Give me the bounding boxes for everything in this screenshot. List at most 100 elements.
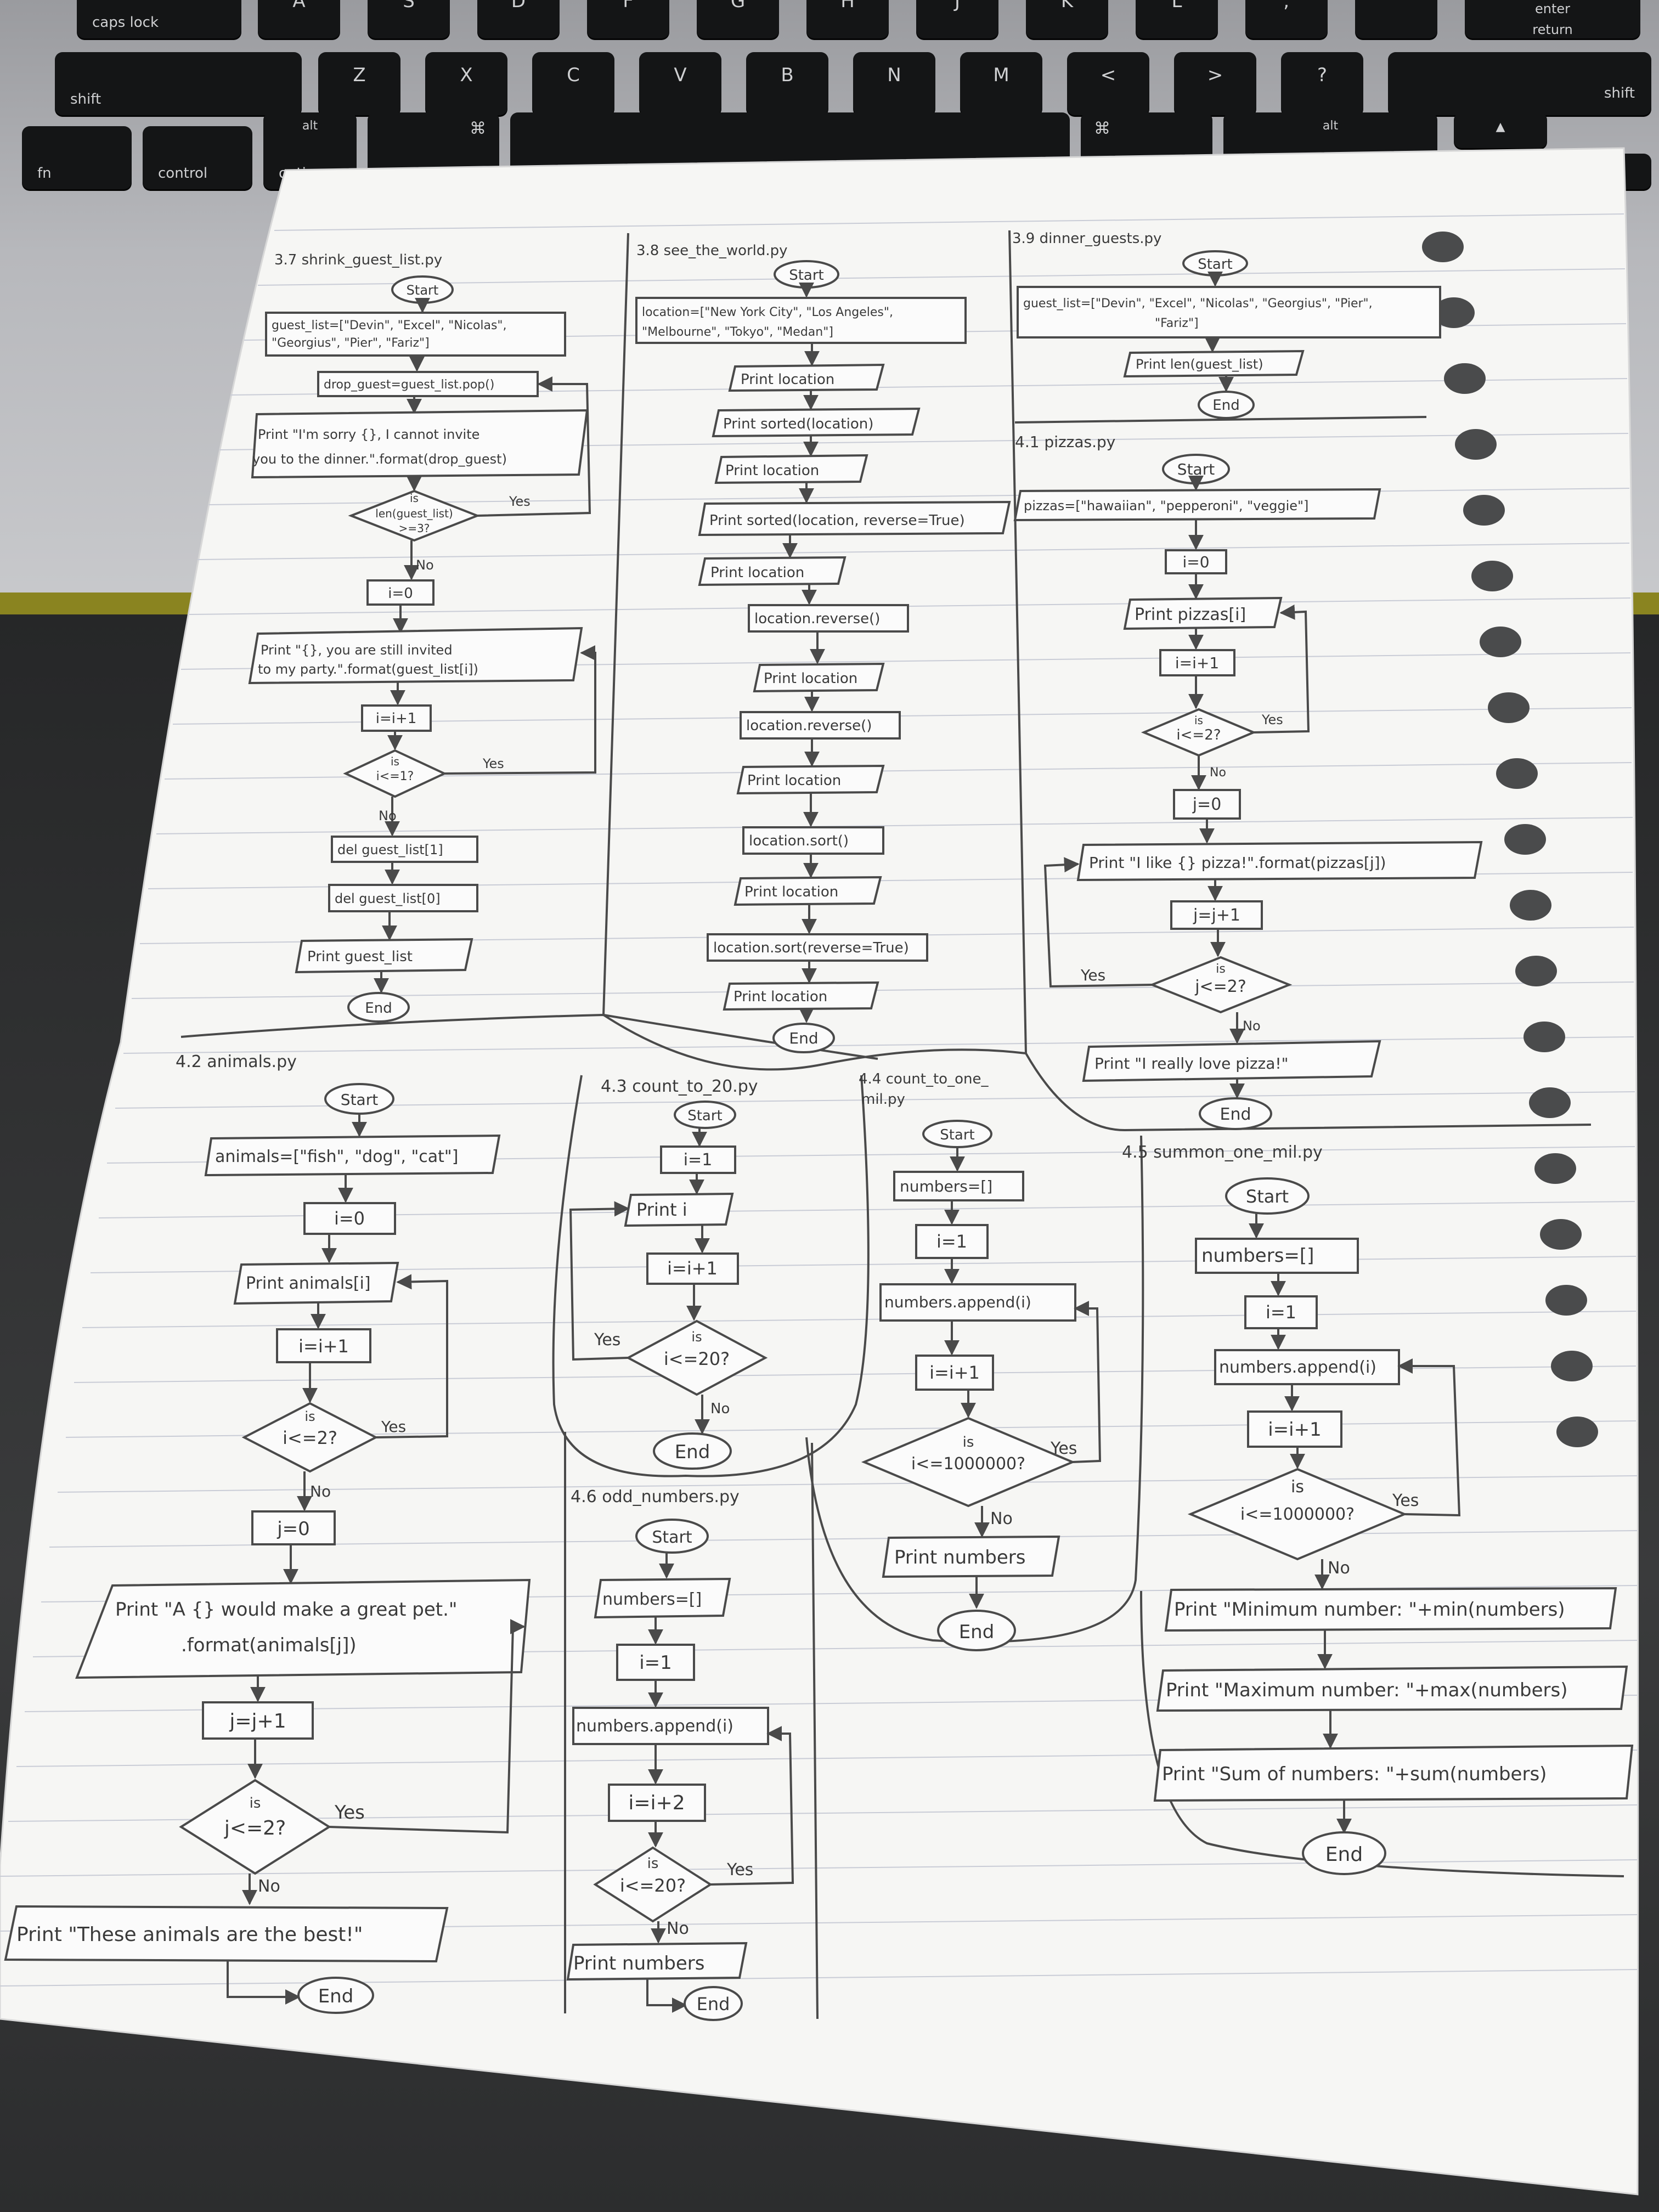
key-f: F xyxy=(587,0,669,38)
process-text: i=0 xyxy=(334,1208,365,1229)
io-text: Print sorted(location, reverse=True) xyxy=(709,512,965,529)
yes-label: Yes xyxy=(381,1418,406,1436)
key-label: < xyxy=(1100,64,1116,86)
process-box xyxy=(361,704,432,732)
no-label: No xyxy=(310,1482,331,1500)
decision-text: is xyxy=(1216,962,1226,976)
io-text: Print numbers xyxy=(573,1953,704,1974)
no-label: No xyxy=(990,1509,1013,1528)
yes-label: Yes xyxy=(726,1860,753,1880)
decision-text: is xyxy=(1291,1477,1304,1497)
process-text: j=j+1 xyxy=(1193,906,1240,925)
process-box xyxy=(202,1701,314,1740)
io-box xyxy=(733,876,882,906)
key-quote: ' xyxy=(1355,0,1437,38)
io-box xyxy=(882,1535,1060,1578)
io-box xyxy=(712,407,921,438)
end-terminal xyxy=(1199,1097,1272,1130)
process-box xyxy=(1159,649,1235,676)
io-box xyxy=(251,409,589,479)
start-label: Start xyxy=(789,267,824,284)
diagram-title: 4.4 count_to_one_ xyxy=(859,1071,989,1087)
key-label: alt xyxy=(302,119,318,133)
key-label: ; xyxy=(1283,0,1290,12)
io-text: Print location xyxy=(747,772,841,789)
process-box xyxy=(1244,1295,1318,1329)
process-text: numbers=[] xyxy=(900,1177,992,1195)
yes-label: Yes xyxy=(1392,1491,1419,1510)
io-box xyxy=(1123,596,1283,630)
io-box xyxy=(75,1578,531,1679)
key-s: S xyxy=(368,0,450,38)
flowchart-3-8: 3.8 see_the_world.py Start location=["Ne… xyxy=(635,242,1011,1053)
io-text: Print location xyxy=(733,989,827,1005)
io-text: Print i xyxy=(636,1199,687,1220)
yes-label: Yes xyxy=(1050,1439,1077,1458)
start-terminal xyxy=(674,1101,736,1129)
process-box xyxy=(251,1510,336,1545)
key-label: ' xyxy=(1393,0,1399,12)
key-label: D xyxy=(511,0,526,12)
start-label: Start xyxy=(1246,1186,1289,1207)
io-text: Print location xyxy=(725,462,819,479)
key-label: A xyxy=(292,0,306,12)
end-label: End xyxy=(697,1994,730,2015)
process-box xyxy=(635,297,967,344)
process-text: i=0 xyxy=(1182,553,1209,571)
io-text: Print sorted(location) xyxy=(723,416,873,432)
flowchart-4-3: 4.3 count_to_20.py Start i=1 Print i i=i… xyxy=(569,1077,768,1470)
io-text: Print numbers xyxy=(894,1547,1025,1568)
process-box xyxy=(328,884,478,912)
io-text: Print location xyxy=(710,565,804,581)
key-label: ? xyxy=(1317,64,1328,86)
start-label: Start xyxy=(1198,256,1233,273)
decision-diamond xyxy=(1187,1468,1408,1561)
process-box xyxy=(1170,900,1263,930)
process-text: "Georgius", "Pier", "Fariz"] xyxy=(272,336,430,350)
start-terminal xyxy=(635,1519,709,1554)
io-box xyxy=(4,1905,449,1963)
process-box xyxy=(276,1328,371,1363)
process-box xyxy=(1173,789,1241,820)
process-text: del guest_list[0] xyxy=(335,891,441,906)
yes-label: Yes xyxy=(482,756,504,771)
diagram-title-line2: mil.py xyxy=(861,1091,905,1108)
io-text: animals=["fish", "dog", "cat"] xyxy=(215,1147,458,1166)
process-text: location=["New York City", "Los Angeles"… xyxy=(642,306,893,319)
key-v: V xyxy=(639,52,721,115)
key-k: K xyxy=(1026,0,1108,38)
process-box xyxy=(660,1146,736,1174)
process-text: j=0 xyxy=(1192,795,1222,814)
io-text: .format(animals[j]) xyxy=(181,1634,357,1656)
yes-label: Yes xyxy=(334,1802,365,1824)
diagram-title: 4.3 count_to_20.py xyxy=(601,1077,758,1096)
diagram-title: 3.9 dinner_guests.py xyxy=(1012,230,1161,247)
end-terminal xyxy=(937,1610,1016,1651)
process-text: numbers=[] xyxy=(1201,1245,1314,1267)
key-label: ⌘ xyxy=(470,119,486,138)
io-box xyxy=(566,1942,748,1981)
diagram-title: 4.2 animals.py xyxy=(176,1052,297,1071)
key-n: N xyxy=(853,52,935,115)
key-label: G xyxy=(730,0,746,12)
process-box xyxy=(616,1644,695,1681)
end-terminal xyxy=(1198,391,1255,419)
flowchart-3-7: 3.7 shrink_guest_list.py Start guest_lis… xyxy=(248,252,596,1023)
key-control: control xyxy=(143,126,252,189)
decision-text: i<=2? xyxy=(283,1427,337,1448)
key-label: B xyxy=(781,64,794,86)
end-label: End xyxy=(318,1985,354,2007)
key-arrow-up: ▲ xyxy=(1454,112,1547,148)
flowchart-4-5: 4.5 summon_one_mil.py Start numbers=[] i… xyxy=(1122,1143,1634,1875)
decision-diamond xyxy=(625,1319,768,1396)
key-label: Z xyxy=(353,64,366,86)
io-box xyxy=(1123,349,1305,378)
end-label: End xyxy=(789,1029,818,1047)
decision-text: is xyxy=(391,755,399,768)
key-x: X xyxy=(425,52,507,115)
no-label: No xyxy=(667,1919,689,1938)
diagram-title: 3.7 shrink_guest_list.py xyxy=(274,252,442,268)
start-label: Start xyxy=(1177,460,1215,478)
